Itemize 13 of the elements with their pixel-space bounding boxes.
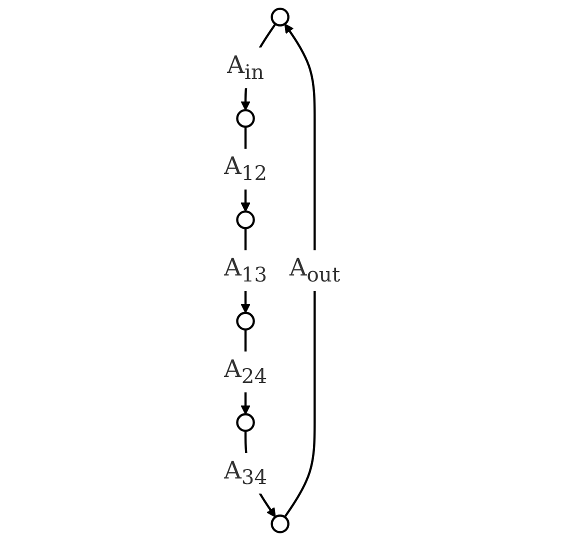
node-circle <box>236 413 255 432</box>
node-circle <box>236 210 255 230</box>
edge-label: A$_{24}$ <box>224 356 268 388</box>
edge-label: A$_{12}$ <box>224 153 268 186</box>
node-circle <box>236 312 255 331</box>
edge-label: A$_{34}$ <box>224 457 268 490</box>
edge-label: A$_{out}$ <box>289 254 340 287</box>
edge-label: A$_{13}$ <box>224 254 268 287</box>
node-circle <box>270 514 290 534</box>
edge-label: A$_{in}$ <box>227 52 264 84</box>
node-circle <box>270 8 290 26</box>
arrow <box>284 24 316 518</box>
node-circle <box>236 109 255 128</box>
